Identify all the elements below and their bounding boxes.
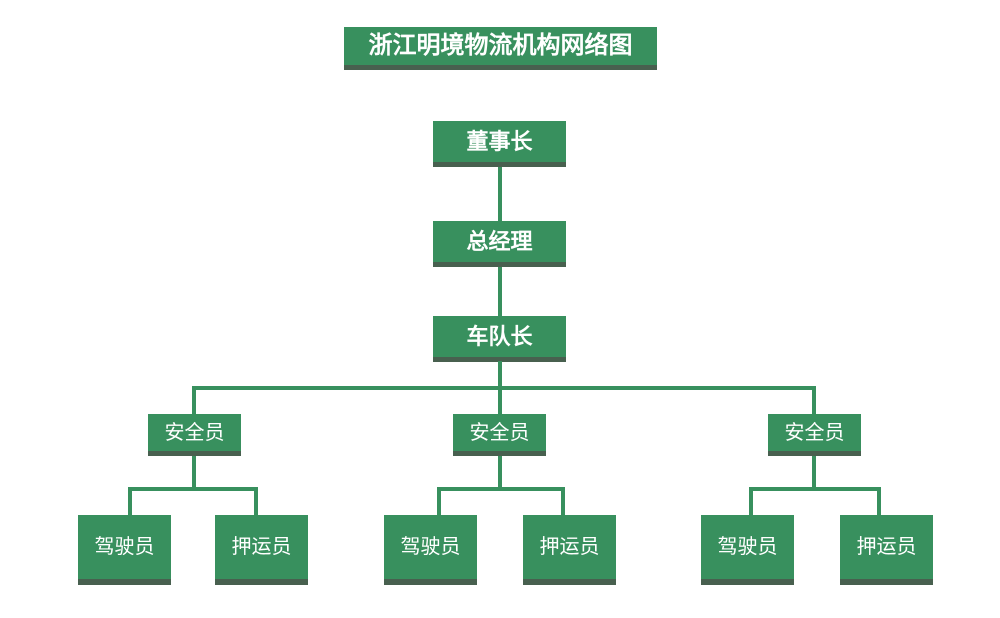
connector-team1-drop-driver — [128, 487, 132, 515]
connector-drop-right-team — [812, 386, 816, 414]
team1-safety-officer: 安全员 — [148, 414, 241, 456]
connector-team1-drop-escort — [254, 487, 258, 515]
node-fleet-captain: 车队长 — [433, 316, 566, 362]
team2-safety-officer: 安全员 — [453, 414, 546, 456]
connector-team2-drop-escort — [561, 487, 565, 515]
connector-team3-drop-driver — [749, 487, 753, 515]
connector-team2-stub — [498, 456, 502, 491]
team1-escort: 押运员 — [215, 515, 308, 585]
team3-escort: 押运员 — [840, 515, 933, 585]
connector-team3-stub — [812, 456, 816, 491]
team2-driver: 驾驶员 — [384, 515, 477, 585]
node-chairman: 董事长 — [433, 121, 566, 167]
connector-gm-fleetcaptain — [498, 267, 502, 316]
connector-team1-stub — [192, 456, 196, 491]
team1-driver: 驾驶员 — [78, 515, 171, 585]
connector-main-rail — [192, 386, 816, 390]
team3-safety-officer: 安全员 — [768, 414, 861, 456]
team2-escort: 押运员 — [523, 515, 616, 585]
chart-title: 浙江明境物流机构网络图 — [344, 27, 657, 70]
connector-drop-left-team — [192, 386, 196, 414]
node-general-manager: 总经理 — [433, 221, 566, 267]
connector-team3-drop-escort — [877, 487, 881, 515]
connector-team2-drop-driver — [437, 487, 441, 515]
connector-team1-elbow — [128, 487, 258, 491]
connector-team3-elbow — [749, 487, 881, 491]
connector-chairman-gm — [498, 167, 502, 221]
team3-driver: 驾驶员 — [701, 515, 794, 585]
connector-team2-elbow — [437, 487, 565, 491]
